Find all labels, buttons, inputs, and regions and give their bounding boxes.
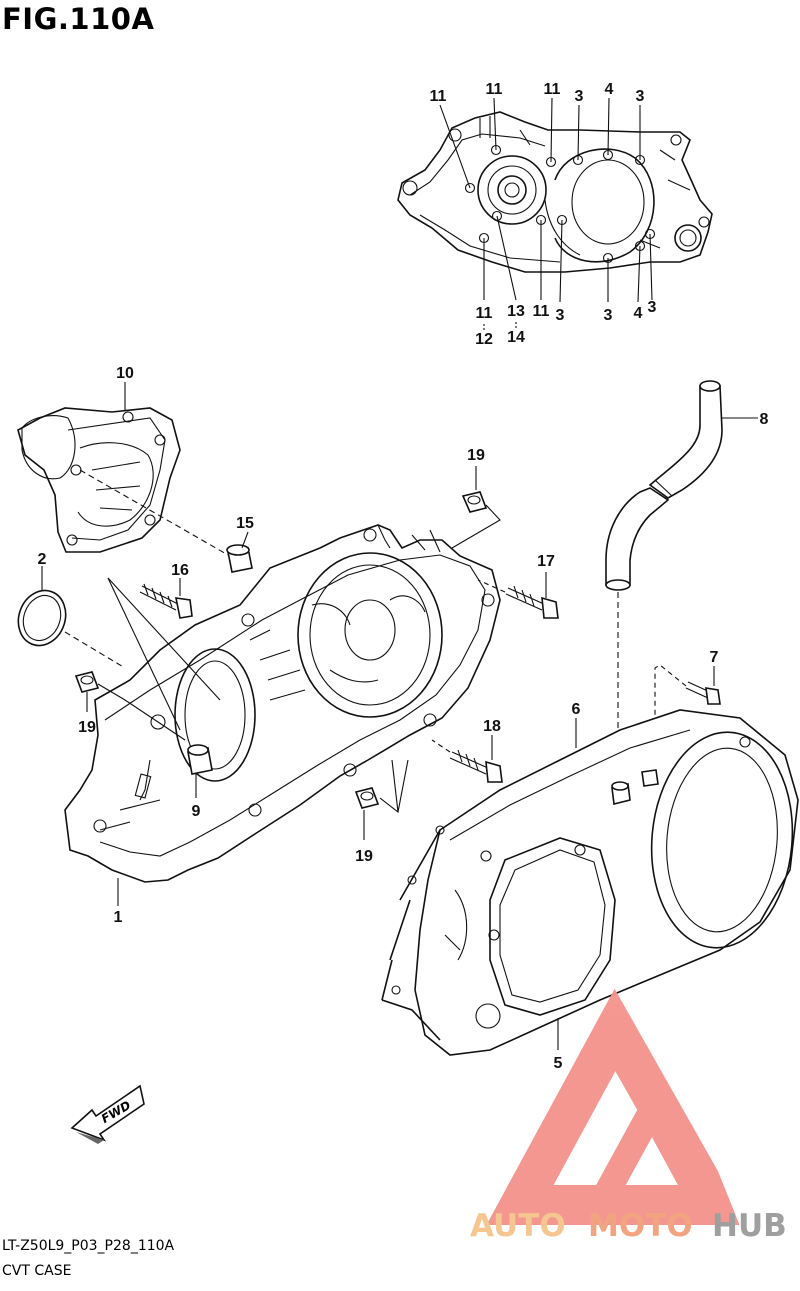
hose-part-8: 8: [605, 380, 769, 760]
callout-3: 3: [575, 88, 584, 105]
outer-cover-part-6: 6: [414, 701, 799, 1056]
o-ring-part-2: 2: [17, 551, 126, 669]
callout-17: 17: [537, 553, 555, 570]
callout-2: 2: [38, 551, 47, 568]
callout-15: 15: [236, 515, 254, 532]
figure-caption: CVT CASE: [2, 1263, 72, 1279]
callout-3: 3: [604, 307, 613, 324]
callout-19: 19: [78, 719, 96, 736]
callout-10: 10: [116, 365, 134, 382]
watermark-hub: HUB: [712, 1208, 787, 1244]
intake-duct-part-10: 10: [17, 365, 229, 556]
callout-6: 6: [572, 701, 581, 718]
callout-4: 4: [605, 81, 614, 98]
grommet-part-19: 19 19 19: [74, 447, 501, 865]
bolt-part-16: 16: [107, 562, 221, 731]
callout-11: 11: [430, 88, 447, 105]
gasket-part-5: 5: [381, 825, 563, 1072]
callout-11: 11: [544, 81, 561, 98]
callout-13: 13: [507, 303, 525, 320]
callout-19: 19: [467, 447, 485, 464]
crankcase-top-view: 11 11 11 3 4 3 11 13 11 3 3 4 3 12 14: [397, 81, 713, 348]
figure-title: FIG.110A: [2, 2, 155, 36]
bolt-part-18: 18: [431, 718, 503, 783]
callout-5: 5: [554, 1055, 563, 1072]
callout-11: 11: [476, 305, 493, 322]
callout-3: 3: [556, 307, 565, 324]
callout-16: 16: [171, 562, 189, 579]
callout-12: 12: [475, 331, 493, 348]
dowel-pin-part-9: 9: [187, 744, 213, 820]
watermark-auto: AUTO: [470, 1208, 566, 1244]
callout-1: 1: [114, 909, 123, 926]
callout-11: 11: [486, 81, 503, 98]
callout-3: 3: [648, 299, 657, 316]
fwd-direction-arrow: FWD: [70, 1084, 145, 1144]
callout-9: 9: [192, 803, 201, 820]
cvt-case-part-1: 1: [64, 524, 501, 926]
callout-18: 18: [483, 718, 501, 735]
dowel-pin-part-15: 15: [226, 515, 254, 573]
watermark-logo: AUTO MOTO HUB: [470, 988, 787, 1244]
figure-code: LT-Z50L9_P03_P28_110A: [2, 1238, 175, 1254]
callout-3: 3: [636, 88, 645, 105]
bolt-part-17: 17: [477, 553, 559, 619]
callout-8: 8: [760, 411, 769, 428]
callout-7: 7: [710, 649, 719, 666]
callout-11: 11: [533, 303, 550, 320]
watermark-moto: MOTO: [588, 1208, 693, 1244]
callout-14: 14: [507, 329, 525, 346]
callout-4: 4: [634, 305, 643, 322]
callout-19: 19: [355, 848, 373, 865]
